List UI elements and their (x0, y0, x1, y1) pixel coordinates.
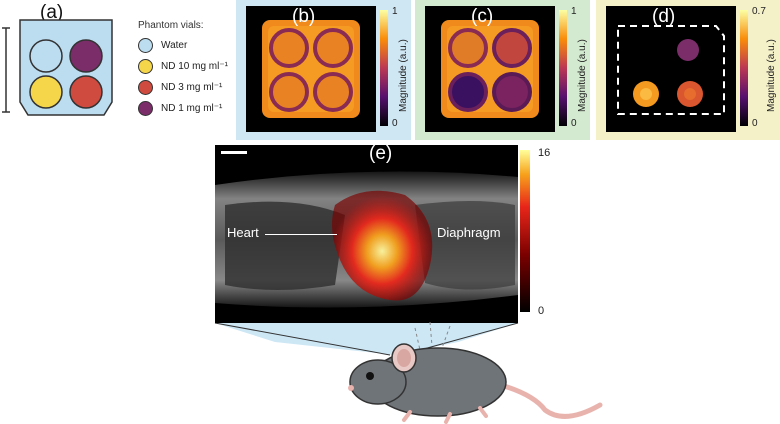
heart-pointer-line (265, 234, 337, 235)
colorbar-e (520, 150, 530, 312)
colorbar-d-min: 0 (752, 118, 758, 129)
vial-water (29, 39, 63, 73)
colorbar-e-min: 0 (538, 305, 545, 317)
panel-d-image (606, 6, 736, 132)
heart-label: Heart (227, 225, 259, 240)
vial-nd-10 (29, 75, 63, 109)
colorbar-c-max: 1 (571, 6, 577, 17)
colorbar-d-max: 0.7 (752, 6, 766, 17)
panel-b: (b) 1 0 Magnitude (a.u.) (236, 0, 411, 140)
panel-c: (c) 1 0 Magnitude (a.u.) (415, 0, 590, 140)
legend-item-nd3: ND 3 mg ml⁻¹ (138, 80, 222, 95)
panel-c-label: (c) (471, 6, 494, 27)
panel-e-image (215, 145, 518, 323)
colorbar-b-max: 1 (392, 6, 398, 17)
legend-swatch (138, 80, 153, 95)
colorbar-b-min: 0 (392, 118, 398, 129)
phantom-schematic (2, 19, 113, 116)
legend-swatch (138, 59, 153, 74)
colorbar-c-min: 0 (571, 118, 577, 129)
panel-a-label: (a) (40, 2, 64, 23)
mouse-illustration (348, 321, 603, 424)
legend-item-nd1: ND 1 mg ml⁻¹ (138, 101, 222, 116)
panel-b-image (246, 6, 376, 132)
legend-item-nd10: ND 10 mg ml⁻¹ (138, 59, 228, 74)
panel-d: (d) 0.7 0 Magnitude (a.u.) (596, 0, 780, 140)
height-bracket (2, 27, 10, 113)
legend-label: Water (161, 40, 188, 51)
panel-d-label: (d) (652, 6, 676, 27)
legend-swatch (138, 38, 153, 53)
legend-label: ND 3 mg ml⁻¹ (161, 82, 223, 93)
panel-e-label: (e) (369, 143, 393, 164)
panel-e: (e) Heart Diaphragm (215, 143, 518, 323)
colorbar-b (380, 10, 388, 126)
legend-swatch (138, 101, 153, 116)
legend-title: Phantom vials: (138, 20, 204, 31)
colorbar-d (740, 10, 748, 126)
colorbar-e-max: 16 (538, 147, 551, 159)
legend-item-water: Water (138, 38, 187, 53)
panel-b-label: (b) (292, 6, 316, 27)
vial-nd-1 (69, 39, 103, 73)
legend-label: ND 1 mg ml⁻¹ (161, 103, 223, 114)
diaphragm-label: Diaphragm (437, 225, 501, 240)
legend-label: ND 10 mg ml⁻¹ (161, 61, 228, 72)
colorbar-c (559, 10, 567, 126)
panel-c-image (425, 6, 555, 132)
vial-nd-3 (69, 75, 103, 109)
